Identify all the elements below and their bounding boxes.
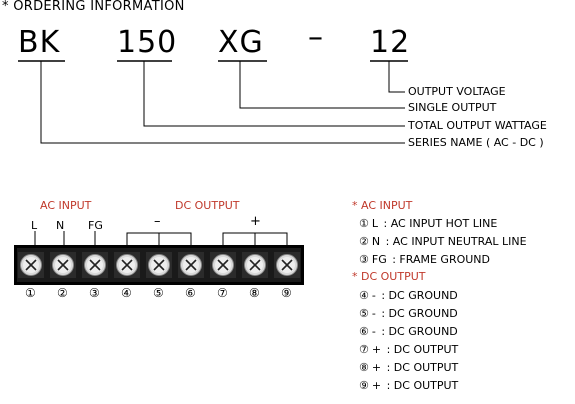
legend-item-desc: : DC OUTPUT (383, 379, 459, 392)
legend-item: ⑥- : DC GROUND (359, 325, 458, 338)
legend-item-desc: : FRAME GROUND (388, 253, 490, 266)
legend-item-number: ③ (359, 253, 369, 266)
terminal-number: ⑦ (217, 286, 228, 300)
legend-item-key: + (371, 343, 382, 356)
legend-item-key: - (371, 289, 376, 302)
terminal-label-l: L (31, 219, 38, 232)
legend-dc-title: * DC OUTPUT (352, 270, 426, 283)
code-dash: – (308, 20, 324, 55)
terminal-number: ⑧ (249, 286, 260, 300)
terminal-screw (210, 252, 236, 278)
code-type: XG (218, 25, 264, 60)
terminal-screw (274, 252, 300, 278)
terminal-label-fg: FG (88, 219, 103, 232)
code-voltage: 12 (370, 25, 411, 60)
terminal-screw (178, 252, 204, 278)
legend-item-number: ④ (359, 289, 369, 302)
legend-item-desc: : DC GROUND (377, 307, 458, 320)
legend-item-number: ② (359, 235, 369, 248)
page-title: * ORDERING INFORMATION (2, 0, 185, 14)
legend-item-number: ⑧ (359, 361, 369, 374)
callout-wattage: TOTAL OUTPUT WATTAGE (408, 119, 547, 132)
callout-series: SERIES NAME ( AC - DC ) (408, 136, 544, 149)
terminal-number: ⑥ (185, 286, 196, 300)
callout-voltage: OUTPUT VOLTAGE (408, 85, 506, 98)
legend-item: ④- : DC GROUND (359, 289, 458, 302)
terminal-screw (50, 252, 76, 278)
legend-item: ⑤- : DC GROUND (359, 307, 458, 320)
terminal-screw (18, 252, 44, 278)
terminal-label-plus: + (250, 214, 261, 229)
terminal-number: ② (57, 286, 68, 300)
legend-item-key: N (371, 235, 381, 248)
legend-ac-title: * AC INPUT (352, 199, 413, 212)
code-wattage: 150 (117, 25, 178, 60)
terminal-label-minus: – (154, 214, 161, 229)
legend-item-desc: : AC INPUT HOT LINE (380, 217, 498, 230)
legend-item-desc: : AC INPUT NEUTRAL LINE (382, 235, 527, 248)
legend-item: ⑦+ : DC OUTPUT (359, 343, 458, 356)
legend-item-key: + (371, 379, 382, 392)
legend-item: ⑨+ : DC OUTPUT (359, 379, 458, 392)
terminal-screw (242, 252, 268, 278)
dc-output-label: DC OUTPUT (175, 199, 240, 212)
legend-item-number: ⑦ (359, 343, 369, 356)
legend-item-key: FG (371, 253, 387, 266)
legend-item-desc: : DC GROUND (377, 325, 458, 338)
terminal-number: ③ (89, 286, 100, 300)
code-series: BK (18, 25, 61, 60)
legend-item-desc: : DC GROUND (377, 289, 458, 302)
legend-item-key: - (371, 325, 376, 338)
legend-item: ⑧+ : DC OUTPUT (359, 361, 458, 374)
terminal-number: ① (25, 286, 36, 300)
terminal-number: ④ (121, 286, 132, 300)
terminal-screw (146, 252, 172, 278)
legend-item-desc: : DC OUTPUT (383, 343, 459, 356)
legend-item-number: ⑤ (359, 307, 369, 320)
terminal-number: ⑤ (153, 286, 164, 300)
legend-item-desc: : DC OUTPUT (383, 361, 459, 374)
terminal-screw (82, 252, 108, 278)
legend-item-number: ⑨ (359, 379, 369, 392)
terminal-number: ⑨ (281, 286, 292, 300)
terminal-label-n: N (56, 219, 65, 232)
callout-single: SINGLE OUTPUT (408, 101, 497, 114)
legend-item-key: - (371, 307, 376, 320)
legend-item-number: ⑥ (359, 325, 369, 338)
legend-item-key: + (371, 361, 382, 374)
ac-input-label: AC INPUT (40, 199, 92, 212)
legend-item-key: L (371, 217, 379, 230)
terminal-screw (114, 252, 140, 278)
legend-item-number: ① (359, 217, 369, 230)
